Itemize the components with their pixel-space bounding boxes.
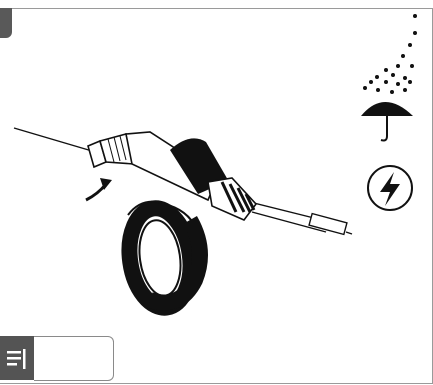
rotate-arrow-icon (86, 178, 112, 200)
accessory-panel (0, 336, 114, 380)
tape-roll (123, 202, 200, 312)
rain-umbrella-icon (361, 14, 417, 141)
lightning-bolt-icon (368, 166, 412, 210)
tape-list-icon (0, 336, 36, 380)
accessory-frame (34, 336, 114, 381)
